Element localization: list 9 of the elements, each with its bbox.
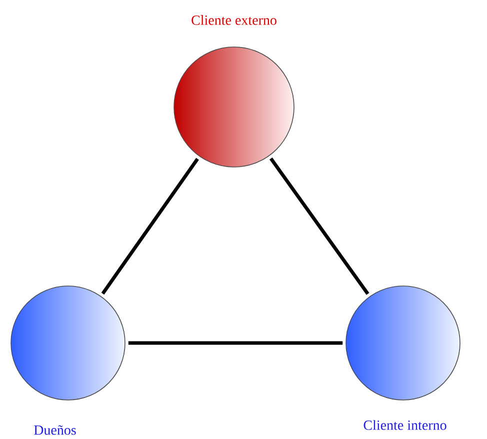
- connector-line: [101, 158, 199, 295]
- node-label: Cliente externo: [192, 15, 276, 25]
- circle-node: Cliente interno: [346, 286, 460, 430]
- connector-line: [128, 341, 343, 345]
- circle-node: Dueños: [10, 286, 126, 435]
- circle-node: Cliente externo: [174, 15, 294, 168]
- node-label: Dueños: [34, 425, 76, 435]
- connector-line: [270, 158, 370, 295]
- node-label: Cliente interno: [364, 420, 446, 430]
